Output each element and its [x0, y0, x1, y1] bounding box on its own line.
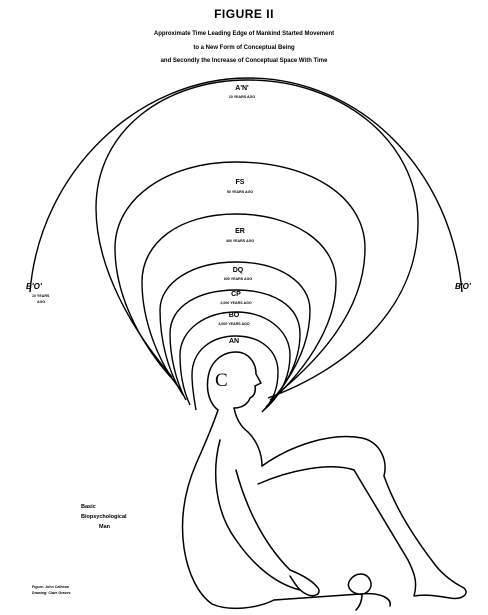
side-label-left-years-1: 10 YEARS: [32, 294, 50, 298]
credit-drawing: Drawing: Clare Graves: [32, 591, 71, 595]
arc-label-dq: DQ: [233, 267, 244, 274]
chest-outline: [234, 408, 262, 466]
arc-label-bo: BO: [229, 312, 240, 319]
back-outline: [183, 410, 275, 608]
side-label-left-years-2: AGO: [37, 300, 45, 304]
stage-label: Basic Biopsychological Man: [81, 504, 127, 530]
arc-a-prime-n-prime: [96, 80, 418, 398]
arc-years-a-prime-n-prime: 10 YEARS AGO: [229, 95, 256, 99]
arc-years-bo: 4,000 YEARS AGO: [218, 322, 250, 326]
arc-years-dq: 600 YEARS AGO: [224, 277, 253, 281]
flower-outline: [348, 574, 371, 610]
hand-outline: [290, 570, 319, 596]
figure-credits: Figure: John Calhoun Drawing: Clare Grav…: [32, 585, 71, 595]
arc-fs: [115, 162, 365, 400]
stage-label-line-1: Basic: [81, 504, 96, 510]
credit-figure: Figure: John Calhoun: [32, 585, 69, 589]
arc-label-er: ER: [235, 228, 245, 235]
arc-label-a-prime-n-prime: A'N': [235, 85, 249, 92]
thigh-outline: [258, 437, 385, 484]
arc-label-fs: FS: [236, 179, 245, 186]
lower-leg-outline: [274, 594, 390, 606]
arm-outline: [216, 440, 300, 590]
side-label-right-code: B'O': [455, 282, 472, 291]
arc-b-prime-o-prime: [30, 78, 462, 292]
face-letter: C: [215, 370, 228, 391]
stage-label-line-2: Biopsychological: [81, 514, 127, 520]
arc-label-cp: CP: [231, 291, 241, 298]
arc-years-fs: 50 YEARS AGO: [227, 190, 254, 194]
arc-years-cp: 2,000 YEARS AGO: [220, 301, 252, 305]
side-label-left-code: B'O': [26, 282, 43, 291]
arc-label-an: AN: [229, 338, 239, 345]
shin-outline: [354, 470, 466, 598]
arc-years-er: 400 YEARS AGO: [226, 239, 255, 243]
stage-label-line-3: Man: [99, 524, 111, 530]
seated-human-figure: C: [183, 352, 467, 610]
conceptual-space-arcs: [30, 78, 462, 412]
arc-an: [192, 336, 278, 412]
